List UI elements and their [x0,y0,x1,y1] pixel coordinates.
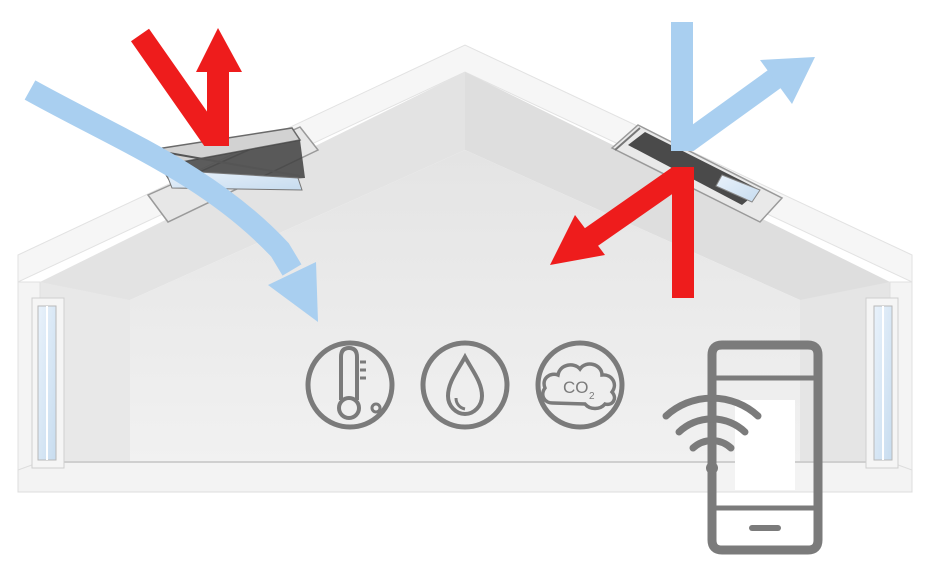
incoming-cool-air-arrowhead [268,262,318,322]
smartphone-icon [707,340,823,555]
wifi-icon [662,394,762,474]
thermometer-icon [305,340,395,430]
back-wall [130,150,800,462]
warm-air-flows [130,28,694,298]
warm-air-down-right-arrow [583,167,694,298]
cool-air-exhaust-arrowhead [760,57,815,104]
left-side-window [31,297,65,469]
warm-air-out-left-arrowhead [196,28,242,72]
incoming-cool-air-arrow [24,80,302,276]
water-drop-icon [420,340,510,430]
sensor-icons [305,340,625,430]
co2-cloud-icon [535,340,625,430]
co2-subscript: 2 [589,391,595,402]
co2-label: CO [563,378,589,397]
right-side-window [865,297,899,469]
cool-air-flows [24,22,815,322]
cool-air-exhaust-arrow [671,22,787,151]
warm-air-down-right-arrowhead [550,215,605,265]
warm-air-in-left-arrow [130,28,229,146]
